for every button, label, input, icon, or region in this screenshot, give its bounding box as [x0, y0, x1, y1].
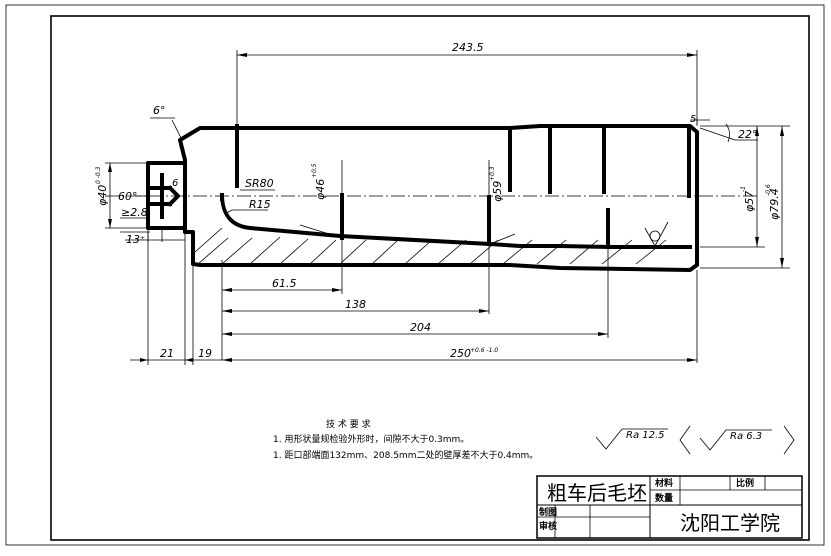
dim-dia46: φ46 — [314, 179, 327, 200]
roughness-main-symbol — [595, 428, 668, 450]
section-hatching — [194, 227, 667, 265]
title-school: 沈阳工学院 — [680, 511, 780, 535]
dim-len61: 61.5 — [272, 277, 297, 290]
part-outline — [146, 124, 699, 272]
title-quantity-label: 数量 — [655, 492, 673, 504]
title-drawn-label: 制图 — [539, 506, 557, 518]
dimension-texts: 243.5 6° 5 22° 60° 6 φ40 0 -0.3 ≥2.8 13 … — [95, 41, 781, 360]
technical-requirements: 技 术 要 求 1. 用形状量规检验外形时，间隙不大于0.3mm。 1. 距口部… — [273, 418, 538, 461]
dimension-lines — [105, 50, 790, 365]
dim-overall-top: 243.5 — [452, 41, 484, 54]
outer-frame — [5, 4, 825, 546]
dim-len250-tol: +0.6 -1.0 — [470, 347, 498, 354]
roughness-bracket-left — [679, 425, 691, 455]
dim-dia59: φ59 — [491, 181, 504, 202]
title-scale-label: 比例 — [736, 477, 754, 489]
tech-req-title: 技 术 要 求 — [326, 418, 371, 430]
dim-tip-angle: 60° — [118, 190, 138, 203]
dim-dia79-tol: -0.6 — [765, 184, 772, 196]
tech-req-item-2: 1. 距口部端面132mm、208.5mm二处的壁厚差不大于0.4mm。 — [273, 449, 538, 461]
roughness-main: Ra 12.5 — [626, 430, 665, 441]
title-material-label: 材料 — [654, 477, 673, 489]
surface-symbol-small — [644, 221, 669, 247]
dim-len19: 19 — [198, 347, 212, 360]
dim-tip-chamfer: ≥2.8 — [121, 206, 148, 219]
roughness-bracket-right — [783, 425, 795, 455]
dim-dia57: φ57 — [743, 191, 756, 212]
roughness-rest: Ra 6.3 — [730, 431, 762, 442]
dim-dia59-tol: +0.3 — [489, 166, 496, 181]
title-block: 粗车后毛坯 材料 数量 比例 制图 审核 沈阳工学院 — [536, 475, 803, 539]
dim-dia79: φ79.4 — [768, 188, 781, 220]
dim-right-angle: 22° — [738, 128, 758, 141]
tech-req-item-1: 1. 用形状量规检验外形时，间隙不大于0.3mm。 — [273, 433, 469, 445]
dim-tip-dia-tol: 0 -0.3 — [95, 166, 102, 184]
dim-dia46-tol: +0.5 — [311, 163, 318, 178]
dim-tip-len: 13 — [126, 233, 140, 246]
dim-len204: 204 — [410, 321, 431, 334]
dim-tip-step: 6 — [172, 178, 178, 189]
dim-sphere: SR80 — [245, 177, 274, 190]
dim-len21: 21 — [160, 347, 174, 360]
title-part-name: 粗车后毛坯 — [547, 481, 647, 505]
roughness-rest-symbol — [699, 429, 772, 451]
dim-len138: 138 — [345, 298, 366, 311]
dim-chamfer-angle: 6° — [153, 104, 166, 117]
dim-right-gap: 5 — [690, 114, 696, 125]
dim-len250: 250 — [450, 347, 471, 360]
dim-tip-dia: φ40 — [96, 185, 109, 206]
dim-tip-len-tol: ± — [140, 235, 145, 242]
dim-radius: R15 — [249, 198, 271, 211]
dim-dia57-tol: -1 — [740, 186, 747, 192]
inner-frame — [50, 15, 810, 541]
roughness-symbols: Ra 12.5 Ra 6.3 — [595, 425, 795, 455]
title-checked-label: 审核 — [539, 520, 557, 532]
